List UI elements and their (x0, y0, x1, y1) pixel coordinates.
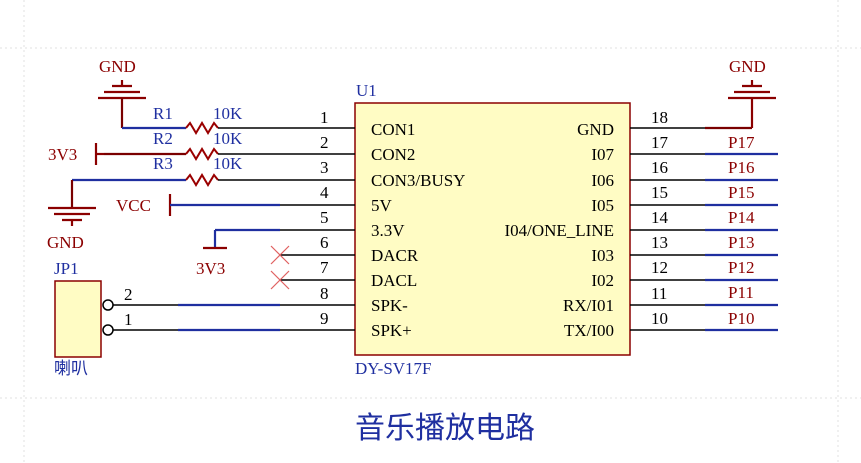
power-label-3v3-bottom: 3V3 (196, 259, 225, 278)
gnd-symbol-right[interactable] (705, 80, 776, 130)
chip-ref: U1 (356, 81, 377, 100)
power-label-vcc: VCC (116, 196, 151, 215)
net-label-p12[interactable]: P12 (728, 258, 754, 277)
gnd-symbol-left[interactable] (48, 180, 96, 226)
pin-name: CON1 (371, 120, 415, 139)
speaker-connector[interactable] (54, 280, 102, 358)
power-3v3-bottom[interactable] (203, 228, 280, 250)
pin-number: 11 (651, 284, 667, 303)
gnd-symbol-top-left[interactable] (98, 80, 186, 130)
pin-number: 17 (651, 133, 669, 152)
pin-number: 13 (651, 233, 668, 252)
left-pin-numbers: 1 2 3 4 5 6 7 8 9 (320, 108, 329, 328)
pin-number: 16 (651, 158, 668, 177)
pin-name: RX/I01 (563, 296, 614, 315)
pin-number: 14 (651, 208, 669, 227)
right-pin-names: GND I07 I06 I05 I04/ONE_LINE I03 I02 RX/… (504, 120, 614, 340)
pin-name: DACR (371, 246, 419, 265)
resistor-r2[interactable] (104, 147, 280, 161)
speaker-wires (178, 303, 280, 332)
pin-name: DACL (371, 271, 417, 290)
power-3v3-left[interactable] (94, 143, 104, 165)
net-label-p15[interactable]: P15 (728, 183, 754, 202)
pin-name: TX/I00 (564, 321, 614, 340)
net-label-p11[interactable]: P11 (728, 283, 754, 302)
speaker-pin-number: 2 (124, 285, 133, 304)
resistor-ref: R1 (153, 104, 173, 123)
no-connect-dacl (270, 270, 290, 290)
pin-name: I07 (591, 145, 614, 164)
gnd-label-right: GND (729, 57, 766, 76)
speaker-pin-1[interactable] (102, 324, 114, 336)
speaker-pin-2[interactable] (102, 299, 114, 311)
pin-name: SPK- (371, 296, 408, 315)
speaker-name: 喇叭 (54, 359, 88, 378)
pin-name: I03 (591, 246, 614, 265)
gnd-label-top-left: GND (99, 57, 136, 76)
power-vcc[interactable] (168, 194, 280, 216)
pin-name: I04/ONE_LINE (504, 221, 614, 240)
pin-name: I02 (591, 271, 614, 290)
gnd-label-left: GND (47, 233, 84, 252)
pin-number: 12 (651, 258, 668, 277)
pin-number: 3 (320, 158, 329, 177)
right-net-wires (705, 152, 778, 332)
pin-name: 5V (371, 196, 393, 215)
pin-name: GND (577, 120, 614, 139)
speaker-ref: JP1 (54, 259, 79, 278)
right-pin-numbers: 18 17 16 15 14 13 12 11 10 (651, 108, 669, 328)
no-connect-dacr (270, 245, 290, 265)
resistor-r1[interactable] (185, 121, 280, 135)
pin-name: CON3/BUSY (371, 171, 465, 190)
pin-number: 15 (651, 183, 668, 202)
resistor-ref: R3 (153, 154, 173, 173)
diagram-title: 音乐播放电路 (355, 411, 535, 446)
right-pin-lines (630, 127, 705, 331)
pin-name: CON2 (371, 145, 415, 164)
pin-number: 4 (320, 183, 329, 202)
pin-number: 9 (320, 309, 329, 328)
pin-number: 7 (320, 258, 329, 277)
pin-number: 10 (651, 309, 668, 328)
pin-name: I05 (591, 196, 614, 215)
pin-number: 6 (320, 233, 329, 252)
pin-number: 5 (320, 208, 329, 227)
chip-body[interactable] (354, 102, 631, 356)
pin-number: 8 (320, 284, 329, 303)
chip-part-label: DY-SV17F (355, 359, 432, 378)
resistor-ref: R2 (153, 129, 173, 148)
net-labels: P17 P16 P15 P14 P13 P12 P11 P10 (728, 133, 755, 328)
left-pin-lines (280, 127, 355, 331)
net-label-p17[interactable]: P17 (728, 133, 755, 152)
resistor-value: 10K (213, 154, 243, 173)
resistor-r3[interactable] (72, 173, 280, 187)
pin-number: 1 (320, 108, 329, 127)
net-label-p10[interactable]: P10 (728, 309, 754, 328)
net-label-p14[interactable]: P14 (728, 208, 755, 227)
pin-number: 18 (651, 108, 668, 127)
pin-name: I06 (591, 171, 614, 190)
pin-name: SPK+ (371, 321, 412, 340)
net-label-p16[interactable]: P16 (728, 158, 754, 177)
speaker-pin-number: 1 (124, 310, 133, 329)
resistor-value: 10K (213, 104, 243, 123)
pin-number: 2 (320, 133, 329, 152)
net-label-p13[interactable]: P13 (728, 233, 754, 252)
pin-name: 3.3V (371, 221, 405, 240)
power-label-3v3-left: 3V3 (48, 145, 77, 164)
left-pin-names: CON1 CON2 CON3/BUSY 5V 3.3V DACR DACL SP… (371, 120, 465, 340)
resistor-value: 10K (213, 129, 243, 148)
